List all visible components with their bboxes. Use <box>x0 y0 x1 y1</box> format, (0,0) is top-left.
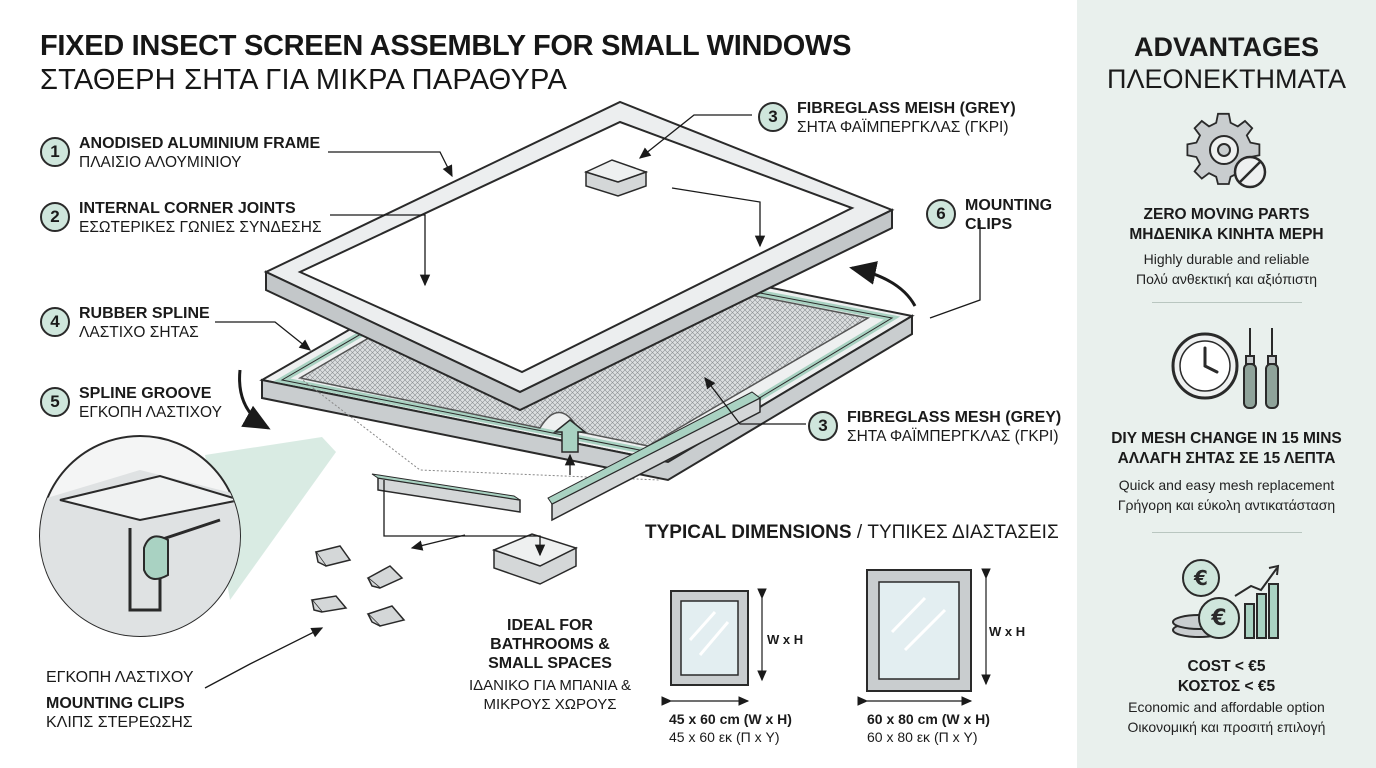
svg-text:€: € <box>1193 566 1208 590</box>
ideal-gr-1: ΙΔΑΝΙΚΟ ΓΙΑ ΜΠΑΝΙΑ & <box>468 677 632 694</box>
clips-label-en: MOUNTING CLIPS <box>46 695 185 712</box>
advantage-heading-gr: ΑΛΛΑΓΗ ΣΗΤΑΣ ΣΕ 15 ΛΕΠΤΑ <box>1117 450 1336 467</box>
callout-corner-joints: 2 INTERNAL CORNER JOINTS ΕΣΩΤΕΡΙΚΕΣ ΓΩΝΙ… <box>40 199 322 237</box>
wh-label-small: W x H <box>767 632 804 647</box>
dimensions-title: TYPICAL DIMENSIONS / ΤΥΠΙΚΕΣ ΔΙΑΣΤΑΣΕΙΣ <box>645 522 1059 544</box>
advantage-heading-en: DIY MESH CHANGE IN 15 MINS <box>1111 430 1342 447</box>
window-large-illustration <box>857 568 991 706</box>
dimension-large-en: 60 x 80 cm (W x H) <box>867 711 990 727</box>
callout-label-en: SPLINE GROOVE <box>79 385 212 402</box>
advantage-desc-gr: Πολύ ανθεκτική και αξιόπιστη <box>1136 271 1317 287</box>
callout-number: 3 <box>808 411 838 441</box>
callout-label-en: FIBREGLASS MEISH (GREY) <box>797 100 1016 117</box>
callout-number: 4 <box>40 307 70 337</box>
corner-joint-bottom <box>491 533 578 585</box>
dimensions-title-en: TYPICAL DIMENSIONS <box>645 522 852 543</box>
callout-number: 3 <box>758 102 788 132</box>
assembly-illustration <box>39 100 991 706</box>
insert-arrow-icon <box>552 419 588 453</box>
callout-spline-groove: 5 SPLINE GROOVE ΕΓΚΟΠΗ ΛΑΣΤΙΧΟΥ <box>40 384 222 422</box>
callout-mesh-bottom: 3 FIBREGLASS MESH (GREY) ΣΗΤΑ ΦΑΪΜΠΕΡΓΚΛ… <box>808 408 1061 446</box>
window-small-illustration <box>661 588 767 706</box>
sidebar-title-gr: ΠΛΕΟΝΕΚΤΗΜΑΤΑ <box>1106 64 1347 94</box>
callout-label-gr: ΠΛΑΙΣΙΟ ΑΛΟΥΜΙΝΙΟΥ <box>79 154 242 171</box>
ideal-line-1: IDEAL FOR <box>507 617 593 634</box>
ideal-line-3: SMALL SPACES <box>488 655 612 672</box>
advantage-item-1: ZERO MOVING PARTS ΜΗΔΕΝΙΚΑ ΚΙΝΗΤΑ ΜΕΡΗ H… <box>1077 205 1376 289</box>
callout-label-en: ANODISED ALUMINIUM FRAME <box>79 135 321 152</box>
advantage-heading-en: ZERO MOVING PARTS <box>1143 206 1310 223</box>
callout-label-en: FIBREGLASS MESH (GREY) <box>847 409 1062 426</box>
callout-label-gr: ΣΗΤΑ ΦΑΪΜΠΕΡΓΚΛΑΣ (ΓΚΡΙ) <box>847 428 1059 445</box>
curved-arrow-right-icon <box>849 261 917 307</box>
advantage-item-2: DIY MESH CHANGE IN 15 MINS ΑΛΛΑΓΗ ΣΗΤΑΣ … <box>1077 429 1376 515</box>
callout-label-en: RUBBER SPLINE <box>79 305 210 322</box>
callout-label-gr: ΕΓΚΟΠΗ ΛΑΣΤΙΧΟΥ <box>79 404 222 421</box>
advantage-heading-gr: ΚΟΣΤΟΣ < €5 <box>1177 678 1276 695</box>
advantage-desc-en: Quick and easy mesh replacement <box>1118 477 1335 493</box>
ideal-gr-2: ΜΙΚΡΟΥΣ ΧΩΡΟΥΣ <box>483 696 617 713</box>
advantages-sidebar: ADVANTAGES ΠΛΕΟΝΕΚΤΗΜΑΤΑ ZERO MOVING PAR… <box>1077 0 1376 768</box>
curved-arrow-left-icon <box>238 369 271 430</box>
callout-mounting-clips: 6 MOUNTING CLIPS <box>926 196 1052 234</box>
dimension-large-gr: 60 x 80 εκ (Π x Υ) <box>867 729 978 745</box>
advantage-desc-gr: Γρήγορη και εύκολη αντικατάσταση <box>1117 497 1336 513</box>
advantage-desc-gr: Οικονομική και προσιτή επιλογή <box>1127 719 1326 735</box>
callout-label-gr: ΣΗΤΑ ΦΑΪΜΠΕΡΓΚΛΑΣ (ΓΚΡΙ) <box>797 119 1009 136</box>
dimension-small-en: 45 x 60 cm (W x H) <box>669 711 792 727</box>
dimension-small-gr: 45 x 60 εκ (Π x Υ) <box>669 729 780 745</box>
advantage-desc-en: Highly durable and reliable <box>1143 251 1310 267</box>
gear-no-symbol-icon <box>1186 112 1267 189</box>
callout-mesh-top: 3 FIBREGLASS MEISH (GREY) ΣΗΤΑ ΦΑΪΜΠΕΡΓΚ… <box>758 99 1016 137</box>
top-frame <box>263 100 895 412</box>
sidebar-title-en: ADVANTAGES <box>1133 32 1319 62</box>
advantage-heading-gr: ΜΗΔΕΝΙΚΑ ΚΙΝΗΤΑ ΜΕΡΗ <box>1129 226 1324 243</box>
leader-lines <box>204 114 981 689</box>
mounting-clips <box>310 545 406 627</box>
loose-profiles <box>371 391 761 522</box>
callout-frame: 1 ANODISED ALUMINIUM FRAME ΠΛΑΙΣΙΟ ΑΛΟΥΜ… <box>40 134 320 172</box>
dimensions-title-gr: ΤΥΠΙΚΕΣ ΔΙΑΣΤΑΣΕΙΣ <box>867 522 1059 543</box>
callout-number: 6 <box>926 199 956 229</box>
groove-detail <box>39 435 336 637</box>
sidebar-divider <box>1152 302 1302 303</box>
callout-number: 2 <box>40 202 70 232</box>
dimension-large-caption: 60 x 80 cm (W x H) 60 x 80 εκ (Π x Υ) <box>867 710 990 746</box>
sidebar-divider <box>1152 532 1302 533</box>
corner-joint-top <box>583 159 649 197</box>
callout-label-gr: ΕΣΩΤΕΡΙΚΕΣ ΓΩΝΙΕΣ ΣΥΝΔΕΣΗΣ <box>79 219 322 236</box>
callout-label-en-2: CLIPS <box>965 216 1013 233</box>
callout-rubber-spline: 4 RUBBER SPLINE ΛΑΣΤΙΧΟ ΣΗΤΑΣ <box>40 304 210 342</box>
title-english: FIXED INSECT SCREEN ASSEMBLY FOR SMALL W… <box>40 30 852 62</box>
callout-number: 1 <box>40 137 70 167</box>
wh-label-large: W x H <box>989 624 1026 639</box>
clips-label-gr: ΚΛΙΠΣ ΣΤΕΡΕΩΣΗΣ <box>46 714 193 731</box>
euro-coins-chart-icon: € € <box>1172 559 1280 639</box>
title-greek: ΣΤΑΘΕΡΗ ΣΗΤΑ ΓΙΑ ΜΙΚΡΑ ΠΑΡΑΘΥΡΑ <box>40 64 567 96</box>
callout-label-gr: ΛΑΣΤΙΧΟ ΣΗΤΑΣ <box>79 324 199 341</box>
advantage-desc-en: Economic and affordable option <box>1128 699 1325 715</box>
callout-label-en: INTERNAL CORNER JOINTS <box>79 200 296 217</box>
svg-text:€: € <box>1210 606 1226 631</box>
callout-label-en: MOUNTING <box>965 197 1053 214</box>
advantage-item-3: COST < €5 ΚΟΣΤΟΣ < €5 Economic and affor… <box>1077 657 1376 737</box>
dimensions-title-sep: / <box>851 522 868 543</box>
dimension-small-caption: 45 x 60 cm (W x H) 45 x 60 εκ (Π x Υ) <box>669 710 792 746</box>
ideal-line-2: BATHROOMS & <box>490 636 610 653</box>
callout-number: 5 <box>40 387 70 417</box>
clock-screwdrivers-icon <box>1171 328 1279 409</box>
advantage-heading-en: COST < €5 <box>1187 658 1266 675</box>
groove-label-gr: ΕΓΚΟΠΗ ΛΑΣΤΙΧΟΥ <box>46 669 194 686</box>
